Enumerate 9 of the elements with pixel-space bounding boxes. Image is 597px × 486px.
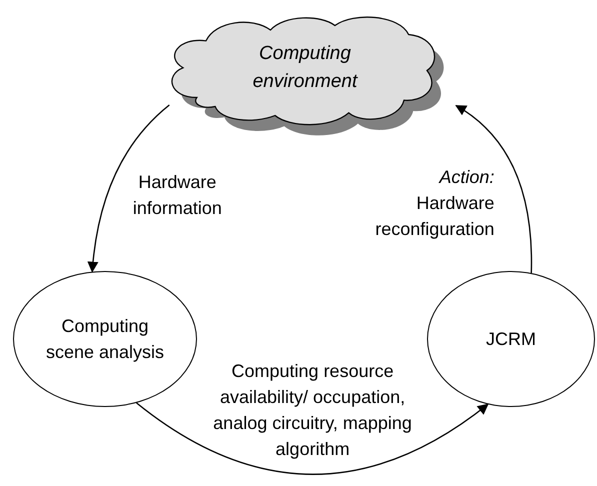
node-label: JCRM bbox=[485, 328, 537, 351]
arrow bbox=[136, 402, 489, 475]
edge-label: Computing resource availability/ occupation, analog circuitry, mapping algorithm bbox=[212, 360, 413, 462]
arrow bbox=[455, 105, 532, 274]
arrow bbox=[88, 104, 170, 273]
node-label: Computing scene analysis bbox=[44, 315, 166, 364]
edge-label: Hardware information bbox=[132, 171, 223, 220]
edge-label: Action: Hardware reconfiguration bbox=[374, 166, 494, 241]
cloud-label: Computing environment bbox=[252, 42, 359, 94]
